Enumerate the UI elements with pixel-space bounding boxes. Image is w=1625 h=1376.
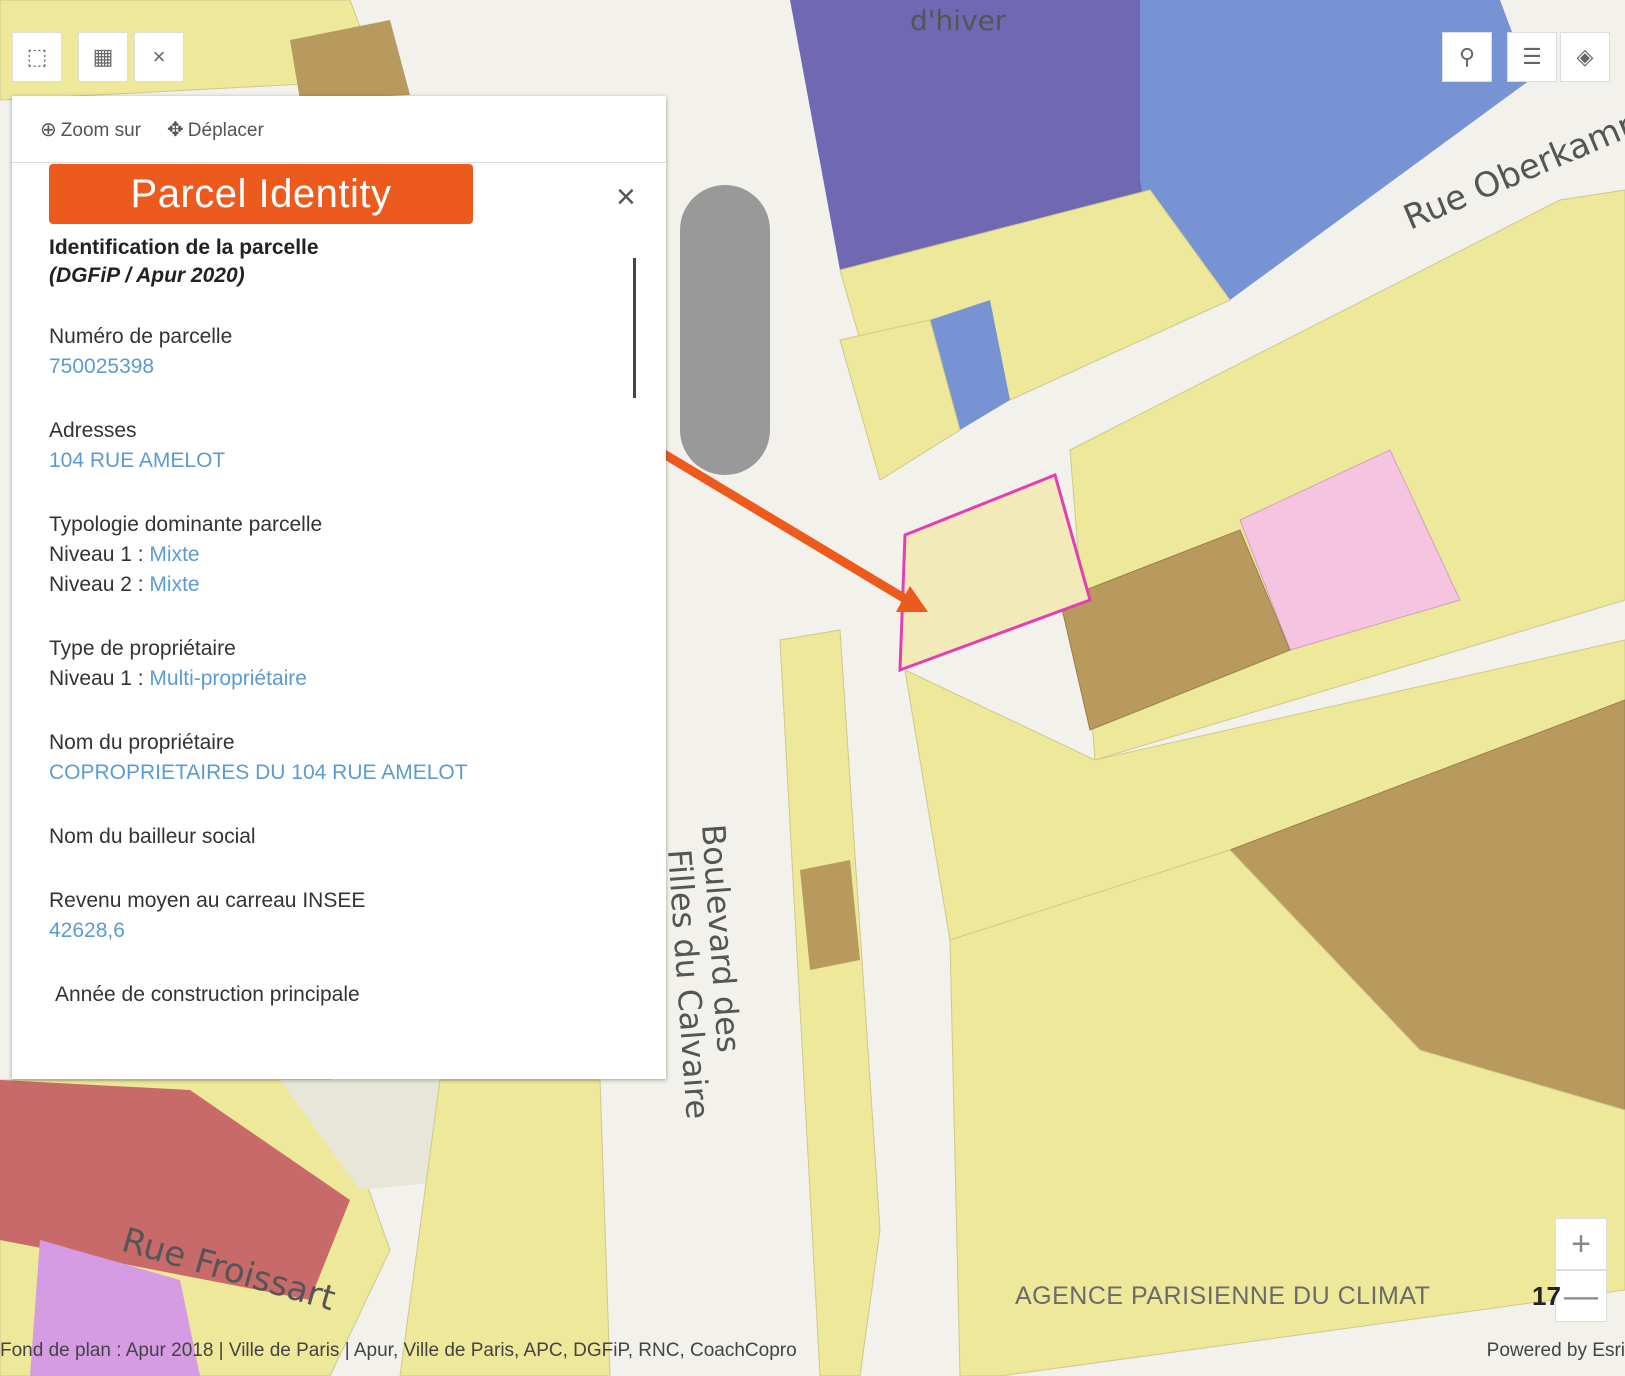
parcel-popup: ⊕Zoom sur ✥Déplacer Parcel Identity × Id… bbox=[12, 96, 666, 1079]
parcel-block bbox=[399, 1079, 611, 1376]
close-icon: × bbox=[152, 44, 166, 69]
clear-button[interactable]: × bbox=[134, 32, 184, 82]
move-action[interactable]: ✥Déplacer bbox=[167, 118, 264, 141]
parcel-dark-top bbox=[290, 20, 410, 100]
box-select-button[interactable]: ▦ bbox=[78, 32, 128, 82]
parcel-violet bbox=[30, 1240, 200, 1376]
map-label-hiver: d'hiver bbox=[910, 4, 1007, 37]
parcel-dark-small bbox=[800, 860, 860, 970]
field-parcel-number: Numéro de parcelle 750025398 bbox=[49, 322, 609, 382]
field-typology: Typologie dominante parcelle Niveau 1 : … bbox=[49, 513, 323, 596]
parcel-grey bbox=[280, 1080, 460, 1190]
parcel-block bbox=[839, 319, 961, 481]
zoom-in-button[interactable]: + bbox=[1555, 1218, 1607, 1270]
field-income: Revenu moyen au carreau INSEE 42628,6 bbox=[49, 886, 609, 946]
select-cursor-button[interactable]: ⬚ bbox=[12, 32, 62, 82]
search-icon: ⚲ bbox=[1458, 44, 1476, 69]
selected-parcel[interactable] bbox=[898, 472, 1092, 673]
move-icon: ✥ bbox=[167, 118, 184, 141]
popup-close-button[interactable]: × bbox=[616, 178, 636, 216]
owner-name-value: COPROPRIETAIRES DU 104 RUE AMELOT bbox=[49, 761, 468, 784]
field-social-landlord: Nom du bailleur social bbox=[49, 825, 256, 848]
page-number: 17 bbox=[1532, 1281, 1561, 1311]
zoom-to-action[interactable]: ⊕Zoom sur bbox=[40, 118, 142, 141]
zoom-out-button[interactable]: — bbox=[1555, 1270, 1607, 1322]
field-construction-year: Année de construction principale bbox=[55, 983, 360, 1006]
popup-scrollbar[interactable] bbox=[633, 258, 636, 398]
pointer-arrow-head bbox=[896, 586, 928, 612]
parcel-identity-badge: Parcel Identity bbox=[49, 164, 473, 224]
parcel-block bbox=[949, 849, 1625, 1376]
parcel-blue-block bbox=[1140, 0, 1530, 300]
parcel-red bbox=[0, 1080, 350, 1300]
select-cursor-icon: ⬚ bbox=[26, 44, 48, 69]
popup-subtitle: (DGFiP / Apur 2020) bbox=[49, 264, 245, 287]
field-owner-type: Type de propriétaire Niveau 1 : Multi-pr… bbox=[49, 637, 307, 690]
parcel-number-value: 750025398 bbox=[49, 355, 155, 378]
popup-title: Identification de la parcelle bbox=[49, 236, 319, 259]
zoom-in-icon: ⊕ bbox=[40, 118, 57, 141]
layers-button[interactable]: ◈ bbox=[1560, 32, 1610, 82]
map-attribution: Fond de plan : Apur 2018 | Ville de Pari… bbox=[0, 1340, 797, 1361]
parcel-column bbox=[779, 629, 881, 1376]
search-button[interactable]: ⚲ bbox=[1442, 32, 1492, 82]
income-value: 42628,6 bbox=[49, 919, 125, 942]
address-value: 104 RUE AMELOT bbox=[49, 449, 226, 472]
parcel-dark bbox=[1059, 529, 1291, 731]
powered-by-esri[interactable]: Powered by Esri bbox=[1486, 1340, 1625, 1361]
field-address: Adresses 104 RUE AMELOT bbox=[49, 416, 609, 476]
parcel-pink bbox=[1239, 449, 1461, 651]
legend-list-icon: ☰ bbox=[1522, 44, 1542, 69]
popup-actions: ⊕Zoom sur ✥Déplacer bbox=[12, 96, 666, 163]
box-select-icon: ▦ bbox=[92, 44, 114, 69]
parking-island bbox=[680, 185, 770, 475]
popup-content: Identification de la parcelle (DGFiP / A… bbox=[49, 236, 609, 1010]
parcel-blue-small bbox=[930, 300, 1010, 430]
parcel-purple-block bbox=[790, 0, 1160, 270]
agency-name: AGENCE PARISIENNE DU CLIMAT bbox=[1015, 1282, 1431, 1310]
legend-button[interactable]: ☰ bbox=[1507, 32, 1557, 82]
field-owner-name: Nom du propriétaire COPROPRIETAIRES DU 1… bbox=[49, 728, 609, 788]
layers-icon: ◈ bbox=[1576, 44, 1594, 69]
pointer-arrow-line bbox=[641, 438, 915, 607]
